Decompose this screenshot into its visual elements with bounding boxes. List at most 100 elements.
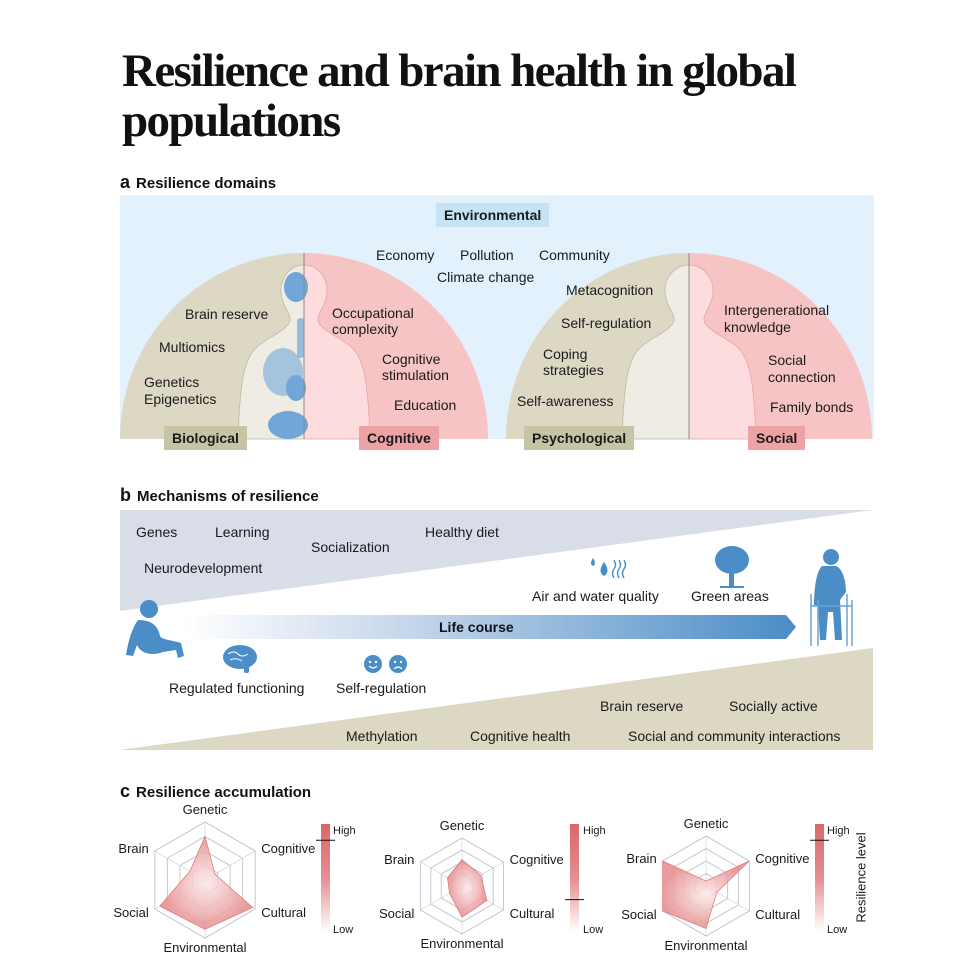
tree-icon — [715, 546, 749, 588]
panel-letter: c — [120, 781, 131, 801]
env-item-economy: Economy — [376, 247, 435, 263]
panel-c-heading: c Resilience accumulation — [120, 781, 311, 802]
radar-data-polygon — [159, 835, 254, 930]
radar-axis-label-environmental: Environmental — [163, 940, 247, 955]
mech-socially-active: Socially active — [729, 698, 818, 714]
panel-title: Resilience accumulation — [136, 784, 312, 801]
colorbar-1-high: High — [333, 825, 356, 837]
radar-axis-label-cognitive: Cognitive — [261, 841, 316, 856]
panel-b-heading: b Mechanisms of resilience — [120, 485, 319, 506]
colorbar-3-high: High — [827, 825, 850, 837]
psych-item-metacognition: Metacognition — [566, 282, 654, 298]
panel-title: Mechanisms of resilience — [137, 488, 319, 505]
water-drops-icon — [591, 558, 608, 576]
mech-air-water: Air and water quality — [532, 588, 659, 604]
radar-data-polygon — [447, 859, 488, 918]
environmental-tag: Environmental — [436, 203, 550, 227]
mech-green-areas: Green areas — [691, 588, 769, 604]
radar-chart-2 — [419, 824, 584, 935]
air-waves-icon — [611, 559, 627, 579]
body-silhouette-psych — [621, 264, 690, 440]
bottom-wedge — [120, 648, 873, 750]
resilience-colorbar — [321, 824, 330, 932]
mech-social-community: Social and community interactions — [628, 728, 841, 744]
mech-self-regulation: Self-regulation — [336, 680, 427, 696]
colorbar-2-low: Low — [583, 924, 604, 936]
cog-item-stimulation: stimulation — [382, 367, 449, 383]
colorbar-3-low: Low — [827, 924, 848, 936]
resilience-colorbar — [815, 824, 824, 932]
radar-axis-label-social: Social — [621, 907, 657, 922]
radar-axis-label-cultural: Cultural — [509, 906, 555, 921]
cog-item-complexity: complexity — [332, 321, 399, 337]
colorbar-1-low: Low — [333, 924, 354, 936]
radar-axis-label-environmental: Environmental — [420, 936, 504, 951]
colorbar-axis-title: Resilience level — [853, 832, 869, 923]
radar-axis-label-environmental: Environmental — [664, 938, 748, 953]
radar-chart-3 — [662, 824, 829, 937]
baby-icon — [126, 600, 184, 658]
top-wedge — [120, 510, 873, 611]
bio-item-epigenetics: Epigenetics — [144, 391, 217, 407]
mech-regulated-functioning: Regulated functioning — [169, 680, 305, 696]
radar-axis-label-genetic: Genetic — [439, 818, 485, 833]
brain-icon — [223, 645, 257, 673]
psych-item-coping: Coping — [543, 346, 588, 362]
panel-letter: a — [120, 172, 131, 192]
social-item-social: Social — [768, 352, 807, 368]
mech-genes: Genes — [136, 524, 178, 540]
radar-axis-label-genetic: Genetic — [182, 802, 228, 817]
mech-brain-reserve: Brain reserve — [600, 698, 684, 714]
mech-learning: Learning — [215, 524, 270, 540]
body-silhouette-social — [688, 264, 757, 440]
biological-tag: Biological — [164, 426, 247, 450]
radar-axis-label-cognitive: Cognitive — [509, 852, 564, 867]
mech-methylation: Methylation — [346, 728, 418, 744]
elderly-walker-icon — [810, 549, 853, 646]
organs-icon — [263, 272, 308, 439]
body-silhouette-right — [303, 264, 371, 440]
radar-data-polygon — [662, 860, 750, 930]
bio-item-brain-reserve: Brain reserve — [185, 306, 269, 322]
life-course-label: Life course — [439, 619, 514, 635]
env-item-pollution: Pollution — [460, 247, 514, 263]
psychological-tag: Psychological — [524, 426, 635, 450]
psych-item-self-awareness: Self-awareness — [517, 393, 614, 409]
psych-item-self-regulation: Self-regulation — [561, 315, 652, 331]
social-item-intergenerational: Intergenerational — [724, 302, 830, 318]
panel-letter: b — [120, 485, 131, 505]
cog-item-cognitive: Cognitive — [382, 351, 441, 367]
env-item-community: Community — [539, 247, 610, 263]
social-tag: Social — [748, 426, 806, 450]
mech-healthy-diet: Healthy diet — [425, 524, 499, 540]
social-item-connection: connection — [768, 369, 836, 385]
radar-chart-1 — [154, 821, 335, 939]
radar-axis-label-cognitive: Cognitive — [755, 851, 810, 866]
social-item-family-bonds: Family bonds — [770, 399, 854, 415]
bio-item-multiomics: Multiomics — [159, 339, 226, 355]
psych-item-strategies: strategies — [543, 362, 604, 378]
life-course-arrow — [185, 615, 796, 639]
radar-axis-label-social: Social — [379, 906, 415, 921]
radar-axis-label-brain: Brain — [626, 851, 657, 866]
sad-face-icon — [389, 655, 407, 673]
mech-cognitive-health: Cognitive health — [470, 728, 571, 744]
resilience-colorbar — [570, 824, 579, 932]
cognitive-tag: Cognitive — [359, 426, 439, 450]
bio-item-genetics: Genetics — [144, 374, 200, 390]
radar-axis-label-genetic: Genetic — [683, 816, 729, 831]
env-item-climate-change: Climate change — [437, 269, 535, 285]
radar-axis-label-cultural: Cultural — [755, 907, 801, 922]
radar-axis-label-cultural: Cultural — [261, 905, 307, 920]
colorbar-2-high: High — [583, 825, 606, 837]
smiley-face-icon — [364, 655, 382, 673]
social-item-knowledge: knowledge — [724, 319, 791, 335]
radar-axis-label-brain: Brain — [118, 841, 149, 856]
mech-socialization: Socialization — [311, 539, 390, 555]
mech-neurodevelopment: Neurodevelopment — [144, 560, 263, 576]
radar-axis-label-brain: Brain — [384, 852, 415, 867]
